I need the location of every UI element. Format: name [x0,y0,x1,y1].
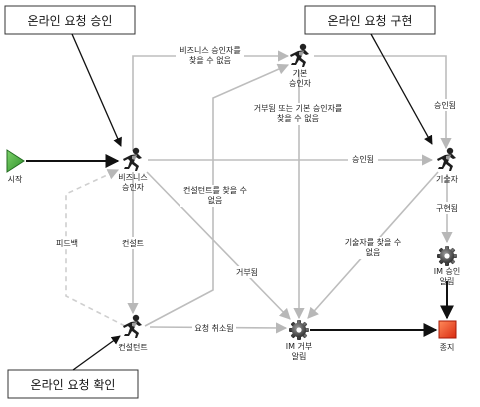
label-rejected-or-basic-2: 찾을 수 없음 [277,113,319,123]
callout-approval-text: 온라인 요청 승인 [28,14,113,28]
node-consultant[interactable]: 컨설턴트 [118,314,148,352]
node-approve-notify-label-1: IM 승인 [434,266,461,276]
running-person-icon [123,147,142,171]
node-technician[interactable]: 기술자 [436,147,459,184]
label-tech-not-found-2: 없음 [366,248,381,257]
label-biz-not-found-2: 찾을 수 없음 [189,55,231,65]
node-technician-label: 기술자 [436,174,459,184]
edge-labels: 비즈니스 승인자를 찾을 수 없음 거부됨 또는 기본 승인자를 찾을 수 없음… [56,45,462,334]
play-triangle-icon [6,149,25,173]
node-im-approve-notify[interactable]: IM 승인 알림 [434,246,461,286]
node-approve-notify-label-2: 알림 [440,276,455,286]
label-rejected-or-basic-1: 거부됨 또는 기본 승인자를 [254,103,343,113]
node-basic-label-1: 기본 [293,69,308,78]
label-feedback: 피드백 [56,238,78,248]
callout-approval: 온라인 요청 승인 [4,5,136,147]
label-consultant-not-found-2: 없음 [208,196,223,205]
callout-implement-text: 온라인 요청 구현 [328,14,413,28]
gear-icon [437,246,457,266]
label-consult: 컨설트 [122,238,144,248]
node-biz-label-2: 승인자 [122,182,145,192]
gear-icon [289,320,309,340]
node-end[interactable]: 종지 [438,320,457,352]
node-business-approver[interactable]: 비즈니스 승인자 [118,147,148,192]
node-biz-label-1: 비즈니스 [118,172,147,182]
node-start[interactable]: 시작 [6,149,25,184]
node-reject-notify-label-1: IM 거부 [286,342,313,351]
label-implemented: 구현됨 [436,204,458,213]
callout-confirm: 온라인 요청 확인 [7,335,139,399]
node-basic-label-2: 승인자 [289,78,312,88]
running-person-icon [290,43,309,67]
label-approved-mid: 승인됨 [352,154,374,164]
running-person-icon [123,314,142,338]
node-end-label: 종지 [440,343,455,352]
edge-biz-to-reject [146,171,291,320]
label-approved-top: 승인됨 [434,100,456,110]
running-person-icon [437,147,456,171]
label-consultant-not-found-1: 컨설턴트를 찾을 수 [183,185,247,195]
edge-basic-to-tech [314,55,452,150]
label-biz-not-found-1: 비즈니스 승인자를 [179,45,240,55]
node-im-reject-notify[interactable]: IM 거부 알림 [286,320,313,361]
node-basic-approver[interactable]: 기본 승인자 [289,43,312,88]
callout-confirm-text: 온라인 요청 확인 [31,378,116,392]
node-reject-notify-label-2: 알림 [292,351,307,361]
callouts: 온라인 요청 승인 온라인 요청 구현 온라인 요청 확인 [4,5,436,399]
callout-implement: 온라인 요청 구현 [304,5,436,145]
stop-square-icon [438,320,457,339]
node-start-label: 시작 [8,174,23,184]
label-request-cancelled: 요청 취소됨 [194,324,233,333]
label-tech-not-found-1: 기술자를 찾을 수 [345,237,402,247]
node-consultant-label: 컨설턴트 [118,342,147,352]
label-rejected: 거부됨 [236,268,258,277]
